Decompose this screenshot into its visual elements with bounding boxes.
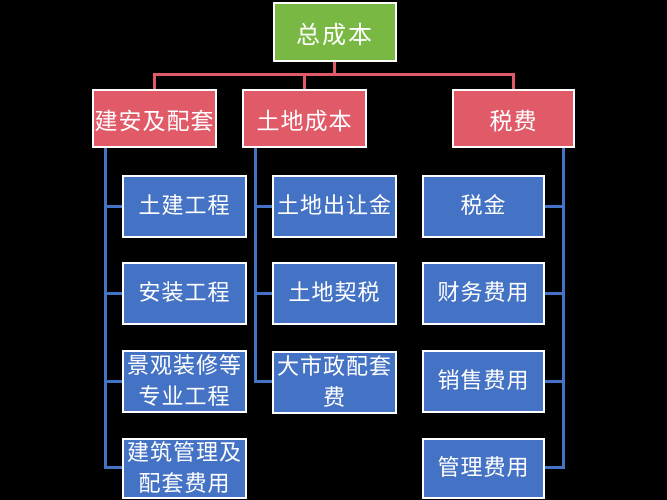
node-label: 土地成本 [256,107,353,134]
connector-col3-stub-4 [545,466,563,469]
node-label: 建筑管理及 配套费用 [126,439,242,496]
node-installation-engineering: 安装工程 [122,262,247,325]
node-municipal-supporting-fee: 大市政配套 费 [272,351,397,414]
connector-drop-branch-3 [512,74,515,90]
node-label: 土地出让金 [276,193,392,219]
connector-drop-branch-1 [153,74,156,90]
node-label: 销售费用 [437,368,530,394]
node-label: 总成本 [296,21,374,49]
node-management-expenses: 管理费用 [422,438,545,499]
node-landscape-decoration-engineering: 景观装修等 专业工程 [122,350,247,413]
node-construction-management-supporting-fees: 建筑管理及 配套费用 [122,438,247,499]
node-total-cost: 总成本 [273,2,397,62]
node-land-cost: 土地成本 [242,89,367,148]
node-label: 财务费用 [437,280,530,306]
node-land-transfer-fee: 土地出让金 [272,175,397,238]
connector-col2-stub-1 [254,205,272,208]
connector-col3-rail [562,147,565,469]
node-civil-engineering: 土建工程 [122,175,247,238]
node-label: 安装工程 [138,280,231,306]
connector-col2-stub-2 [254,292,272,295]
node-construction-and-supporting: 建安及配套 [92,89,217,148]
connector-col1-rail [104,147,107,469]
node-label: 税金 [460,193,507,219]
node-land-deed-tax: 土地契税 [272,262,397,325]
node-sales-expenses: 销售费用 [422,350,545,413]
connector-col3-stub-3 [545,380,563,383]
connector-col1-stub-3 [104,380,122,383]
connector-root-stub [333,61,336,75]
node-label: 景观装修等 专业工程 [126,352,242,409]
connector-col1-stub-1 [104,205,122,208]
node-label: 管理费用 [437,455,530,481]
node-label: 建安及配套 [94,107,215,134]
connector-col1-stub-2 [104,292,122,295]
connector-col3-stub-2 [545,292,563,295]
node-label: 税费 [489,107,538,134]
node-label: 土地契税 [288,280,381,306]
connector-col2-stub-3 [254,380,272,383]
connector-branch-horizontal [153,73,515,76]
node-label: 大市政配套 费 [276,353,392,410]
connector-col3-stub-1 [545,205,563,208]
connector-col1-stub-4 [104,466,122,469]
node-tax: 税金 [422,175,545,238]
node-taxes-and-fees: 税费 [452,89,575,148]
node-label: 土建工程 [138,193,231,219]
node-financial-expenses: 财务费用 [422,262,545,325]
connector-drop-branch-2 [303,74,306,90]
connector-col2-rail [254,147,257,383]
